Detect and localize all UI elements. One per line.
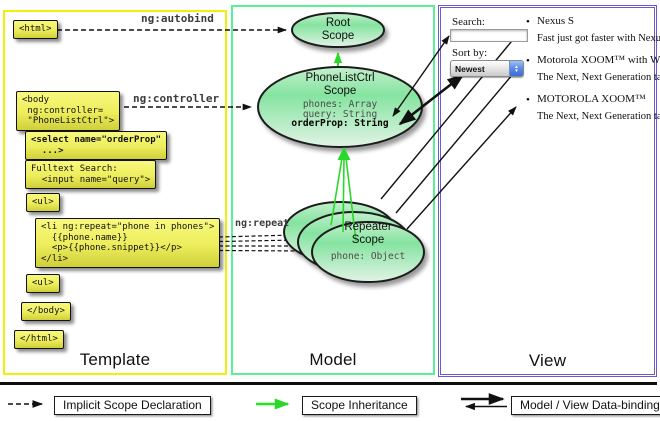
model-column-label: Model <box>309 350 357 369</box>
arrow-bind-item-3 <box>406 106 517 230</box>
prop-query: query: String <box>302 108 378 120</box>
code-box-ul-close: <ul> <box>26 274 60 293</box>
view-column-label: View <box>528 351 567 370</box>
repeater-scope-stack <box>283 201 425 283</box>
root-scope-ellipse <box>291 12 385 48</box>
view-column: View <box>438 5 657 377</box>
code-box-body-close: </body> <box>21 302 71 321</box>
code-box-fulltext-search: Fulltext Search: <input name="query"> <box>25 160 157 189</box>
code-box-html-close: </html> <box>14 330 64 349</box>
sort-by-label: Sort by: <box>452 47 488 59</box>
code-box-li-repeat: <li ng:repeat="phone in phones"> {{phone… <box>35 218 221 268</box>
list-item-title-2: Motorola XOOM™ with Wi-Fi <box>537 54 660 66</box>
arrow-bind-orderprop <box>398 73 465 126</box>
code-box-select: <select name="orderProp" ...> <box>25 131 168 160</box>
list-item-desc-3: The Next, Next Generation tablet. <box>537 111 660 122</box>
stepper-down-icon: ▼ <box>514 67 519 73</box>
search-label: Search: <box>452 16 485 28</box>
model-column: Model <box>231 5 435 375</box>
sort-dropdown-value: Newest <box>455 63 485 74</box>
edge-label-ng-repeat: ng:repeat <box>235 218 290 229</box>
arrow-bind-item-2 <box>395 67 519 214</box>
template-column: Template <box>3 10 227 375</box>
phonelistctrl-scope-props: phones: Array query: String orderProp: S… <box>258 100 422 129</box>
edge-label-ng-autobind: ng:autobind <box>141 12 214 25</box>
sort-dropdown[interactable]: Newest ▲ ▼ <box>450 60 524 77</box>
list-item-desc-1: Fast just got faster with Nexus S. <box>537 33 660 44</box>
code-box-body-open: <body ng:controller= "PhoneListCtrl"> <box>16 91 121 131</box>
list-item-title-3: MOTOROLA XOOM™ <box>537 93 646 105</box>
prop-phones: phones: Array <box>302 99 378 110</box>
edge-label-ng-controller: ng:controller <box>133 92 220 105</box>
phonelistctrl-scope-title: PhoneListCtrl Scope <box>305 72 375 97</box>
template-column-label: Template <box>79 350 151 369</box>
bullet-icon: • <box>526 94 530 106</box>
list-item-desc-2: The Next, Next Generation tablet. <box>537 72 660 83</box>
legend-separator <box>0 382 657 385</box>
repeater-scope-title: Repeater Scope <box>344 221 392 246</box>
dropdown-stepper-icon: ▲ ▼ <box>509 61 523 76</box>
arrow-inherit-repeater <box>330 147 357 242</box>
search-input[interactable] <box>450 29 528 42</box>
prop-orderprop: orderProp: String <box>291 118 389 129</box>
arrow-bind-item-1 <box>380 29 522 200</box>
repeater-scope-prop: phone: Object <box>330 251 406 262</box>
code-box-html-open: <html> <box>13 20 58 39</box>
list-item-title-1: Nexus S <box>537 15 574 27</box>
legend-implicit-scope: Implicit Scope Declaration <box>54 396 211 415</box>
legend-data-binding: Model / View Data-binding <box>511 396 660 415</box>
legend-scope-inheritance: Scope Inheritance <box>302 396 417 415</box>
legend-double-arrow <box>461 393 507 411</box>
bullet-icon: • <box>526 16 530 28</box>
bullet-icon: • <box>526 55 530 67</box>
code-box-ul-open: <ul> <box>26 193 60 212</box>
root-scope-title: Root Scope <box>321 17 355 42</box>
stepper-up-icon: ▲ <box>514 63 519 69</box>
